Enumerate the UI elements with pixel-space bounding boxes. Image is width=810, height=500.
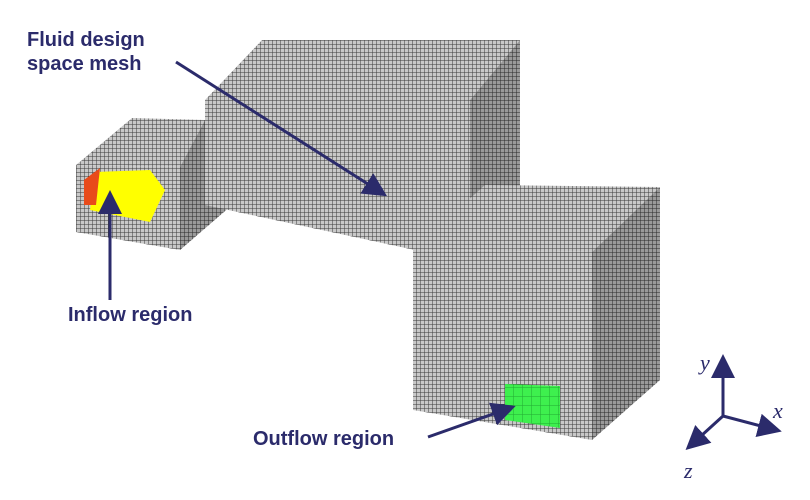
y-axis-label: y <box>700 350 710 375</box>
z-axis-arrow <box>685 414 725 451</box>
axis-triad <box>685 354 782 451</box>
z-axis-label: z <box>684 458 693 483</box>
inflow-label: Inflow region <box>68 304 193 326</box>
x-axis-label: x <box>773 398 783 423</box>
outflow-arrow <box>427 402 516 439</box>
outflow-box <box>413 185 660 440</box>
inflow-region-edge <box>84 168 100 205</box>
fluid-mesh-label-line1: Fluid design <box>27 29 145 51</box>
outflow-label: Outflow region <box>253 428 395 450</box>
x-axis-arrow <box>722 413 782 438</box>
outflow-region-fill <box>505 384 560 428</box>
fluid-mesh-box <box>205 40 520 250</box>
fluid-mesh-label: Fluid design space mesh <box>27 28 145 76</box>
fluid-mesh-label-line2: space mesh <box>27 53 142 75</box>
fluid-mesh-arrow <box>175 60 388 197</box>
